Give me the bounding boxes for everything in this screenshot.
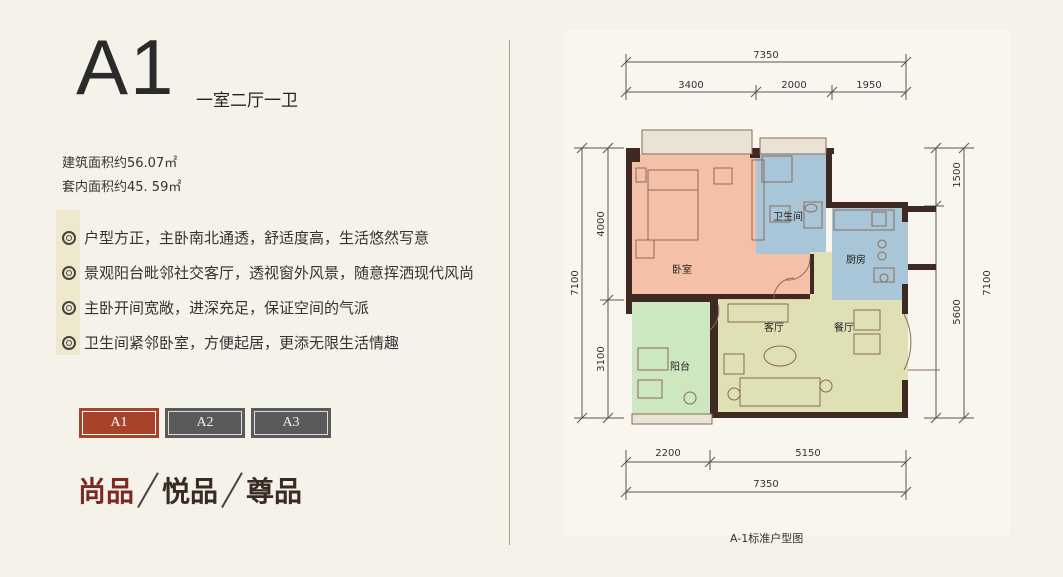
living-dining-area [712,300,908,414]
dim-left-total: 7100 [570,270,581,295]
dim-left-upper: 4000 [596,211,607,236]
bedroom-area-ext [710,252,810,300]
label-kitchen: 厨房 [846,253,866,266]
series-names: 尚品 悦品 尊品 [78,470,302,510]
dim-bottom-seg2: 5150 [795,448,820,459]
dim-right-total: 7100 [982,270,993,295]
circle-bullet-icon [62,265,76,280]
dim-right-upper: 1500 [952,162,963,187]
dim-top-total: 7350 [753,50,778,61]
label-living: 客厅 [764,321,784,334]
building-area: 建筑面积约56.07㎡ [62,156,178,171]
unit-code: A1 [76,23,176,111]
series-item[interactable]: 尚品 [78,477,135,508]
label-dining: 餐厅 [834,321,854,334]
feature-text: 主卧开间宽敞，进深充足，保证空间的气派 [84,299,370,317]
balcony-area [632,300,712,414]
feature-list: 户型方正，主卧南北通透，舒适度高，生活悠然写意 景观阳台毗邻社交客厅，透视窗外风… [62,220,474,360]
dim-bottom-total: 7350 [753,479,778,490]
dim-top-seg3: 1950 [856,80,881,91]
feature-text: 景观阳台毗邻社交客厅，透视窗外风景，随意挥洒现代风尚 [84,264,475,282]
info-panel: A1 一室二厅一卫 建筑面积约56.07㎡ 套内面积约45. 59㎡ 户型方正，… [0,0,510,577]
label-bedroom: 卧室 [672,263,692,276]
dim-top-seg1: 3400 [678,80,703,91]
feature-item: 卫生间紧邻卧室，方便起居，更添无限生活情趣 [62,325,474,360]
floorplan-panel: 7350 3400 2000 1950 2200 5150 7350 7100 … [564,30,1010,535]
slash-divider [138,472,158,508]
vertical-divider [509,40,510,545]
label-bathroom: 卫生间 [773,210,803,223]
floorplan-caption: A-1标准户型图 [730,532,804,545]
series-item[interactable]: 尊品 [246,477,303,508]
dim-left-lower: 3100 [596,346,607,371]
feature-item: 户型方正，主卧南北通透，舒适度高，生活悠然写意 [62,220,474,255]
label-balcony: 阳台 [670,360,690,373]
dining-area-ext [810,252,832,300]
circle-bullet-icon [62,300,76,315]
kitchen-area [832,208,908,300]
feature-text: 户型方正，主卧南北通透，舒适度高，生活悠然写意 [84,229,430,247]
tab-a3[interactable]: A3 [251,408,331,438]
unit-tabs: A1 A2 A3 [79,408,331,438]
dim-top-seg2: 2000 [781,80,806,91]
floorplan-drawing: 7350 3400 2000 1950 2200 5150 7350 7100 … [570,50,993,500]
feature-item: 主卧开间宽敞，进深充足，保证空间的气派 [62,290,474,325]
series-item[interactable]: 悦品 [162,477,219,508]
tab-a2[interactable]: A2 [165,408,245,438]
interior-area: 套内面积约45. 59㎡ [62,180,182,195]
unit-layout: 一室二厅一卫 [196,91,298,111]
feature-item: 景观阳台毗邻社交客厅，透视窗外风景，随意挥洒现代风尚 [62,255,474,290]
slash-divider [222,472,242,508]
bathroom-area [756,154,826,254]
dim-right-lower: 5600 [952,299,963,324]
feature-text: 卫生间紧邻卧室，方便起居，更添无限生活情趣 [84,334,400,352]
tab-a1[interactable]: A1 [79,408,159,438]
circle-bullet-icon [62,335,76,350]
circle-bullet-icon [62,230,76,245]
dim-bottom-seg1: 2200 [655,448,680,459]
